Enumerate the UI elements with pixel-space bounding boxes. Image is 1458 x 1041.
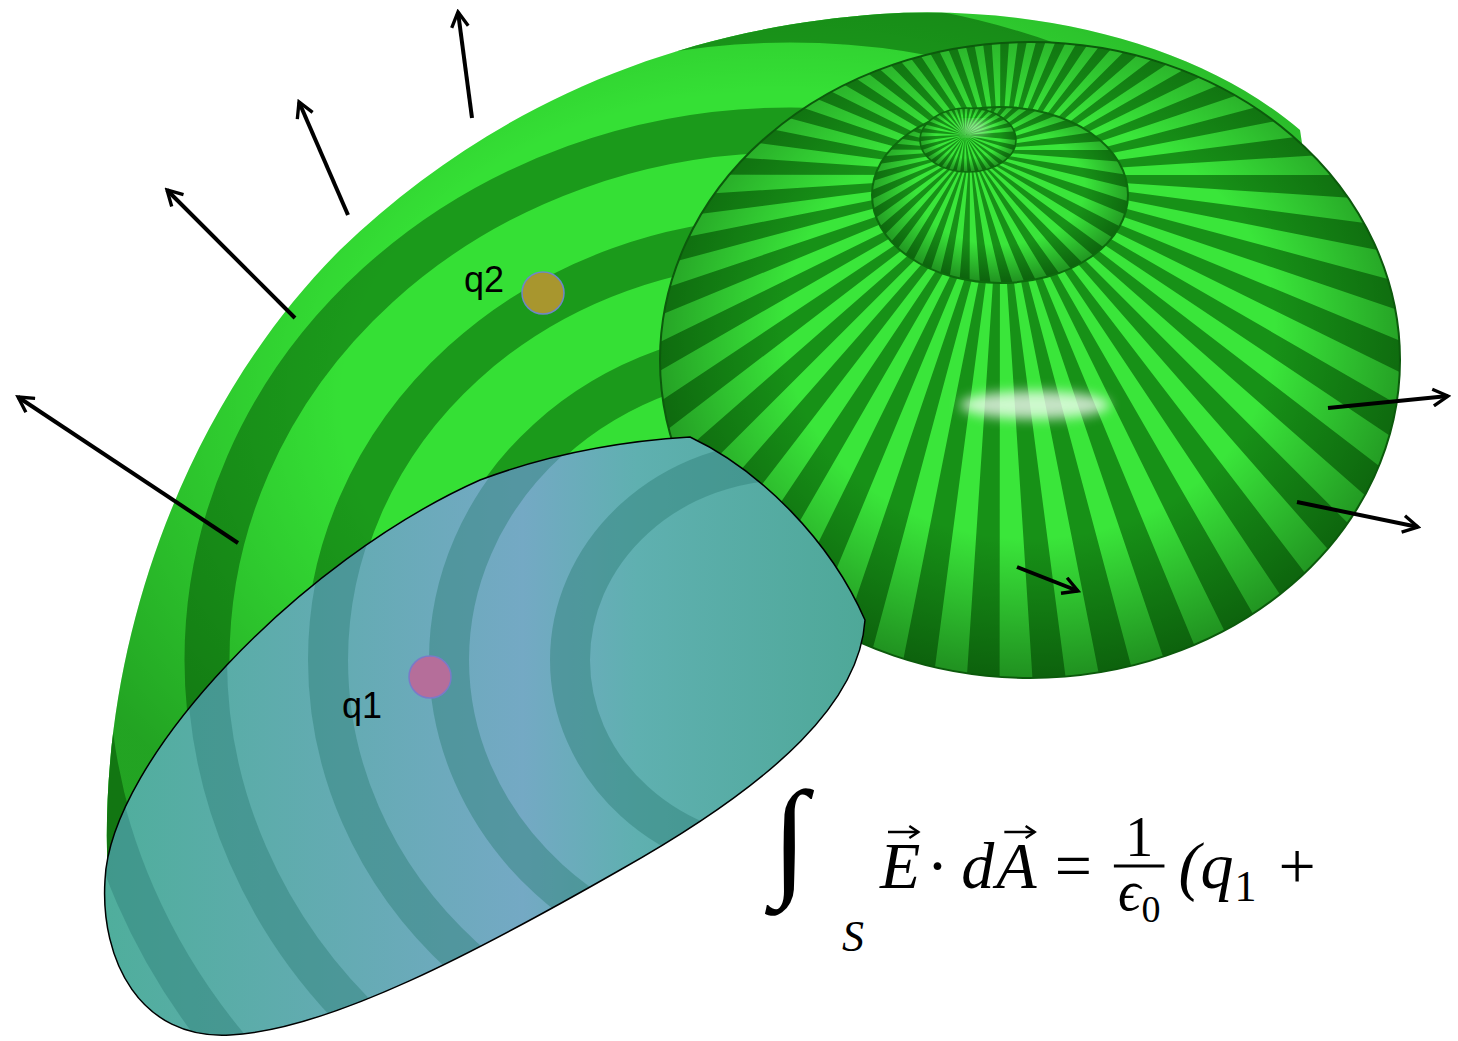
opening-outline: [105, 437, 865, 1035]
charge-label: q1: [342, 688, 382, 724]
inner-whorl-shading: [872, 107, 1128, 283]
tiny-whorl-shading: [920, 108, 1016, 172]
normal-arrow: [18, 397, 238, 543]
plus-sign: +: [1278, 833, 1315, 899]
integral-sign: ∫: [772, 772, 808, 902]
surface-highlight: [961, 123, 989, 133]
charge-dot: [522, 272, 564, 314]
permittivity-symbol: ϵ: [1118, 863, 1141, 919]
fraction-numerator: 1: [1125, 809, 1153, 865]
charge-subscript: 1: [1234, 865, 1256, 909]
charge-label: q2: [464, 262, 504, 298]
tiny-whorl: [920, 108, 1016, 172]
charge-dot: [409, 656, 451, 698]
normal-arrow: [1297, 502, 1418, 527]
dot-product: · d: [928, 833, 994, 899]
charge-symbol: (q: [1178, 833, 1233, 899]
normal-arrow: [1328, 396, 1448, 408]
permittivity-subscript: 0: [1141, 890, 1160, 928]
field-symbol: E: [880, 833, 920, 899]
opening-bands: [86, 20, 1458, 1041]
surface-highlight: [960, 391, 1110, 419]
normal-arrow: [1017, 567, 1078, 591]
normal-vectors: [18, 12, 1448, 591]
equals-sign: =: [1055, 833, 1092, 899]
normal-arrow: [299, 102, 348, 215]
normal-arrow: [458, 12, 472, 118]
area-symbol: A: [996, 833, 1036, 899]
inner-whorl: [872, 107, 1128, 283]
normal-arrow: [167, 190, 295, 318]
surface-subscript: S: [842, 915, 864, 959]
